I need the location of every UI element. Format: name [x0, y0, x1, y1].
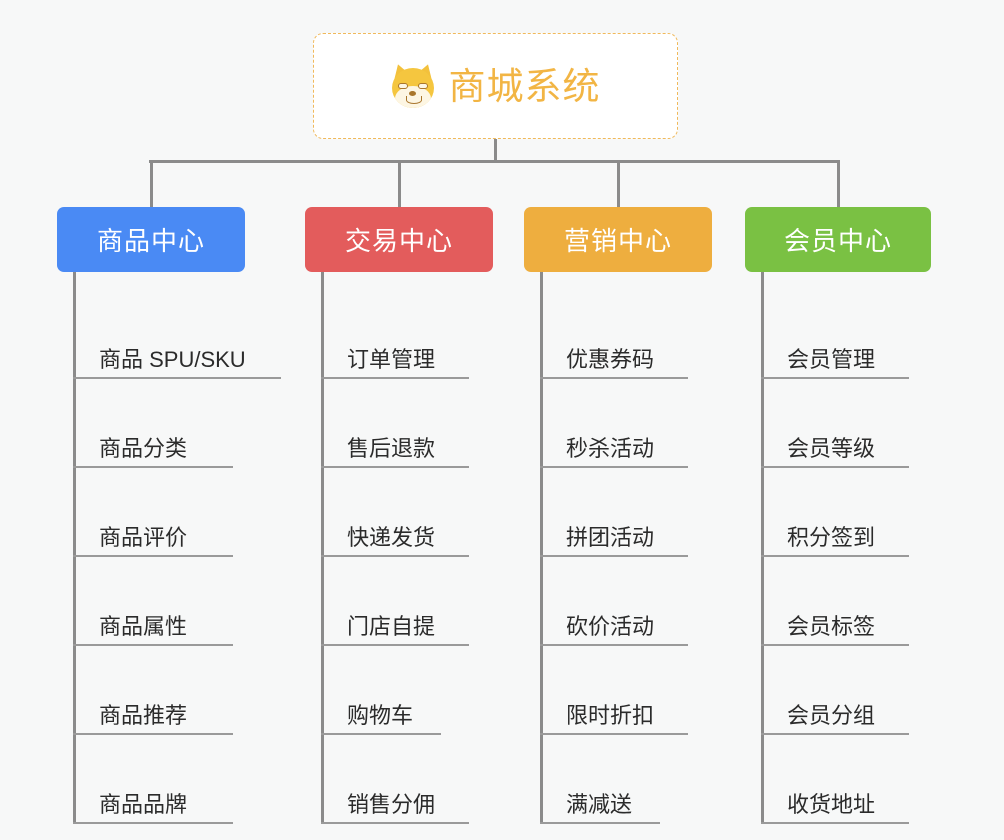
leaf-item[interactable]: 商品品牌: [73, 735, 233, 824]
leaf-item[interactable]: 优惠券码: [540, 290, 688, 379]
connector-drop-3: [617, 160, 620, 207]
category-label: 会员中心: [783, 226, 892, 256]
category-label: 营销中心: [563, 226, 672, 256]
leaf-item[interactable]: 秒杀活动: [540, 379, 688, 468]
leaf-item[interactable]: 限时折扣: [540, 646, 688, 735]
leaf-item[interactable]: 购物车: [321, 646, 441, 735]
leaf-item-label: 满减送: [566, 791, 633, 817]
connector-root-stem: [494, 139, 497, 163]
connector-drop-1: [150, 160, 153, 207]
category-box-1[interactable]: 商品中心: [57, 207, 245, 272]
leaf-item-label: 商品品牌: [99, 791, 188, 817]
leaf-item-label: 会员分组: [787, 702, 876, 728]
category-label: 商品中心: [96, 226, 205, 256]
leaf-item[interactable]: 收货地址: [761, 735, 909, 824]
connector-horizontal-bus: [149, 160, 840, 163]
category-box-4[interactable]: 会员中心: [745, 207, 931, 272]
connector-drop-2: [398, 160, 401, 207]
leaf-item-label: 限时折扣: [566, 702, 655, 728]
leaf-item[interactable]: 快递发货: [321, 468, 469, 557]
leaf-item-label: 商品属性: [99, 613, 188, 639]
leaf-item[interactable]: 会员管理: [761, 290, 909, 379]
branch-trunk: [73, 272, 76, 824]
leaf-item-label: 快递发货: [347, 524, 436, 550]
branch-trunk: [761, 272, 764, 824]
leaf-item[interactable]: 商品属性: [73, 557, 233, 646]
leaf-item-label: 秒杀活动: [566, 435, 655, 461]
leaf-item[interactable]: 订单管理: [321, 290, 469, 379]
leaf-item-label: 商品分类: [99, 435, 188, 461]
category-box-3[interactable]: 营销中心: [524, 207, 712, 272]
leaf-item-label: 商品 SPU/SKU: [99, 346, 246, 372]
branch-trunk: [540, 272, 543, 824]
category-box-2[interactable]: 交易中心: [305, 207, 493, 272]
leaf-item[interactable]: 商品推荐: [73, 646, 233, 735]
leaf-item-label: 会员管理: [787, 346, 876, 372]
leaf-item-label: 商品推荐: [99, 702, 188, 728]
connector-drop-4: [837, 160, 840, 207]
leaf-item[interactable]: 砍价活动: [540, 557, 688, 646]
leaf-item[interactable]: 商品评价: [73, 468, 233, 557]
leaf-item-label: 砍价活动: [566, 613, 655, 639]
leaf-item-label: 优惠券码: [566, 346, 655, 372]
leaf-item-label: 会员标签: [787, 613, 876, 639]
leaf-item[interactable]: 积分签到: [761, 468, 909, 557]
leaf-item[interactable]: 售后退款: [321, 379, 469, 468]
root-node[interactable]: 商城系统: [313, 33, 678, 139]
leaf-item[interactable]: 会员等级: [761, 379, 909, 468]
leaf-item[interactable]: 会员标签: [761, 557, 909, 646]
leaf-item[interactable]: 拼团活动: [540, 468, 688, 557]
leaf-item[interactable]: 门店自提: [321, 557, 469, 646]
category-label: 交易中心: [344, 226, 453, 256]
leaf-item[interactable]: 商品 SPU/SKU: [73, 290, 281, 379]
leaf-item[interactable]: 销售分佣: [321, 735, 469, 824]
leaf-item-label: 收货地址: [787, 791, 876, 817]
shiba-dog-icon: [389, 61, 436, 108]
leaf-item[interactable]: 会员分组: [761, 646, 909, 735]
branch-trunk: [321, 272, 324, 824]
leaf-item-label: 门店自提: [347, 613, 436, 639]
leaf-item-label: 商品评价: [99, 524, 188, 550]
leaf-item[interactable]: 满减送: [540, 735, 660, 824]
leaf-item-label: 售后退款: [347, 435, 436, 461]
leaf-item-label: 订单管理: [347, 346, 436, 372]
root-node-label: 商城系统: [448, 65, 601, 107]
leaf-item[interactable]: 商品分类: [73, 379, 233, 468]
leaf-item-label: 销售分佣: [347, 791, 436, 817]
leaf-item-label: 购物车: [347, 702, 414, 728]
leaf-item-label: 会员等级: [787, 435, 876, 461]
leaf-item-label: 拼团活动: [566, 524, 655, 550]
leaf-item-label: 积分签到: [787, 524, 876, 550]
